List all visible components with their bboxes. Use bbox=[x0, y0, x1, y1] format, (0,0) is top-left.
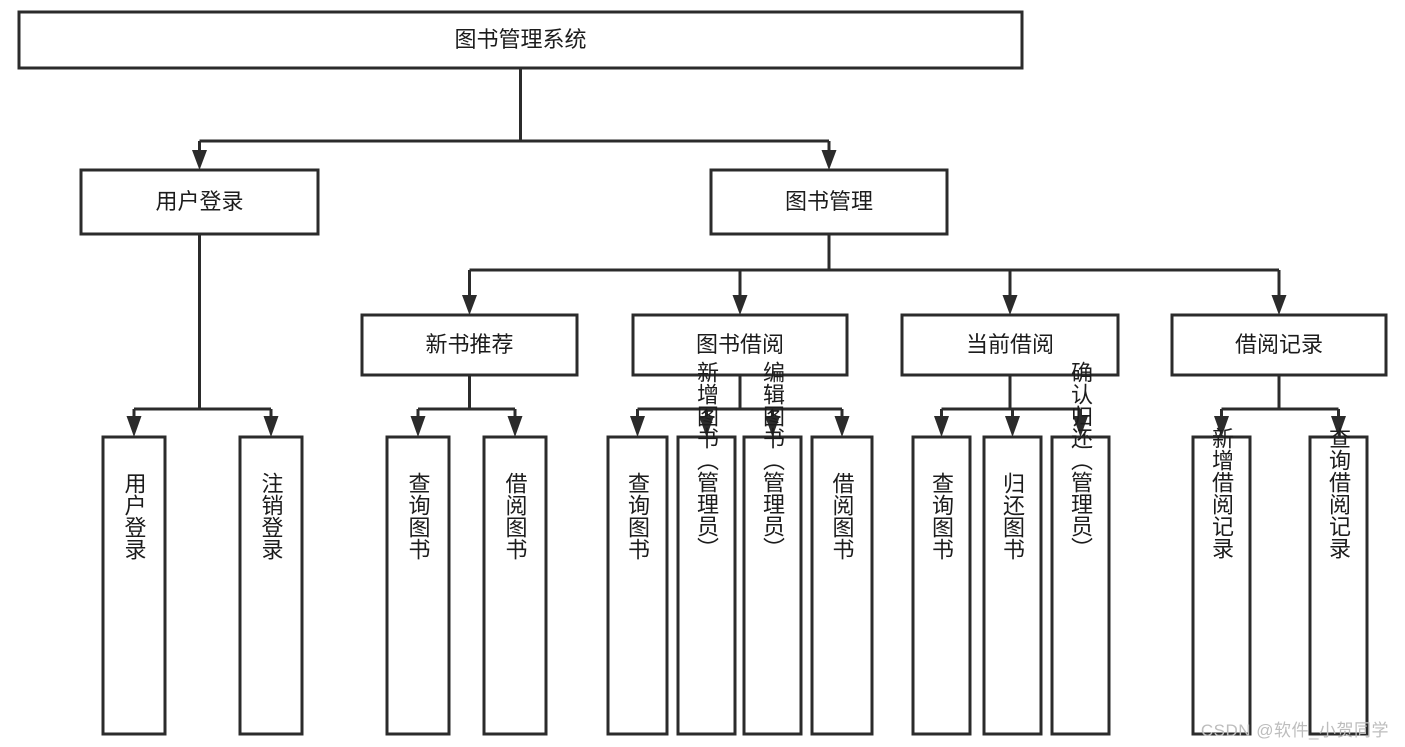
node-borrow-record-box[interactable] bbox=[1170, 313, 1388, 377]
arrow-head-leaf-edit-book bbox=[765, 416, 780, 437]
leaf-user-login-box[interactable] bbox=[101, 435, 167, 736]
leaf-logout[interactable]: 注销登录 bbox=[238, 435, 304, 736]
arrow-head-leaf-borrow-book-1 bbox=[507, 416, 523, 437]
arrow-head-leaf-user-login bbox=[126, 416, 142, 437]
leaf-borrow-book-new[interactable]: 借阅图书 bbox=[482, 435, 548, 736]
arrow-head-borrow-record bbox=[1271, 295, 1287, 315]
connectors-layer bbox=[126, 68, 1346, 437]
leaf-query-book-current[interactable]: 查询图书 bbox=[911, 435, 972, 736]
leaf-edit-book-admin[interactable]: 编辑图书（管理员） bbox=[742, 361, 803, 736]
arrow-head-book-mgmt bbox=[821, 150, 837, 170]
node-book-borrow-label: 图书借阅 bbox=[696, 332, 784, 357]
node-new-book-recommend[interactable]: 新书推荐 bbox=[360, 313, 579, 377]
arrow-head-leaf-borrow-book-2 bbox=[834, 416, 850, 437]
node-root[interactable]: 图书管理系统 bbox=[17, 10, 1024, 70]
node-book-management[interactable]: 图书管理 bbox=[709, 168, 949, 236]
node-current-borrow-box[interactable] bbox=[900, 313, 1120, 377]
leaf-borrow-book-borrow-box[interactable] bbox=[810, 435, 874, 736]
node-current-borrow-label: 当前借阅 bbox=[966, 332, 1054, 357]
arrow-head-leaf-query-book-1 bbox=[410, 416, 426, 437]
leaf-borrow-book-new-label: 借阅图书 bbox=[503, 472, 528, 560]
leaf-add-book-admin-box[interactable] bbox=[676, 435, 737, 736]
leaf-return-book-box[interactable] bbox=[982, 435, 1043, 736]
leaf-query-book-current-label: 查询图书 bbox=[929, 472, 954, 560]
arrow-head-current-borrow bbox=[1002, 295, 1018, 315]
leaf-borrow-book-new-box[interactable] bbox=[482, 435, 548, 736]
leaf-query-book-borrow[interactable]: 查询图书 bbox=[606, 435, 669, 736]
node-borrow-record-label: 借阅记录 bbox=[1235, 332, 1323, 357]
arrow-head-new-book bbox=[462, 295, 477, 315]
leaf-query-book-current-box[interactable] bbox=[911, 435, 972, 736]
leaf-borrow-book-borrow[interactable]: 借阅图书 bbox=[810, 435, 874, 736]
arrow-head-leaf-query-record bbox=[1331, 416, 1346, 437]
leaf-edit-book-admin-label: 编辑图书（管理员） bbox=[760, 361, 785, 559]
leaf-user-login[interactable]: 用户登录 bbox=[101, 435, 167, 736]
leaf-add-book-admin[interactable]: 新增图书（管理员） bbox=[676, 361, 737, 736]
leaf-query-borrow-record-label: 查询借阅记录 bbox=[1326, 427, 1351, 559]
node-current-borrow[interactable]: 当前借阅 bbox=[900, 313, 1120, 377]
leaf-logout-box[interactable] bbox=[238, 435, 304, 736]
leaf-confirm-return-admin-box[interactable] bbox=[1050, 435, 1111, 736]
arrow-head-leaf-confirm-return bbox=[1073, 416, 1088, 437]
arrow-head-leaf-add-record bbox=[1214, 416, 1229, 437]
arrow-head-leaf-return-book bbox=[1005, 416, 1020, 437]
node-root-label: 图书管理系统 bbox=[454, 27, 586, 52]
node-new-book-recommend-box[interactable] bbox=[360, 313, 579, 377]
leaf-confirm-return-admin[interactable]: 确认归还（管理员） bbox=[1050, 361, 1111, 736]
node-user-login-box[interactable] bbox=[79, 168, 320, 236]
leaf-query-book-borrow-box[interactable] bbox=[606, 435, 669, 736]
leaf-return-book[interactable]: 归还图书 bbox=[982, 435, 1043, 736]
leaf-add-borrow-record-box[interactable] bbox=[1191, 435, 1252, 736]
leaf-query-book-new-box[interactable] bbox=[385, 435, 451, 736]
leaf-edit-book-admin-box[interactable] bbox=[742, 435, 803, 736]
leaf-query-book-new[interactable]: 查询图书 bbox=[385, 435, 451, 736]
leaf-confirm-return-admin-label: 确认归还（管理员） bbox=[1068, 361, 1093, 559]
arrow-head-leaf-query-book-2 bbox=[630, 416, 645, 437]
node-new-book-recommend-label: 新书推荐 bbox=[425, 332, 513, 357]
leaf-logout-label: 注销登录 bbox=[259, 472, 284, 560]
leaf-add-book-admin-label: 新增图书（管理员） bbox=[694, 361, 719, 559]
leaf-return-book-label: 归还图书 bbox=[1000, 472, 1025, 560]
node-root-box[interactable] bbox=[17, 10, 1024, 70]
leaf-query-book-borrow-label: 查询图书 bbox=[625, 472, 650, 560]
node-book-borrow[interactable]: 图书借阅 bbox=[631, 313, 849, 377]
arrow-head-leaf-query-book-3 bbox=[934, 416, 949, 437]
arrow-head-user-login bbox=[192, 150, 207, 170]
node-book-management-label: 图书管理 bbox=[785, 189, 873, 214]
leaf-add-borrow-record-label: 新增借阅记录 bbox=[1209, 427, 1234, 559]
node-user-login[interactable]: 用户登录 bbox=[79, 168, 320, 236]
leaf-query-borrow-record[interactable]: 查询借阅记录 bbox=[1308, 427, 1369, 736]
arrow-head-book-borrow bbox=[732, 295, 748, 315]
leaf-borrow-book-borrow-label: 借阅图书 bbox=[830, 472, 855, 560]
node-book-borrow-box[interactable] bbox=[631, 313, 849, 377]
node-borrow-record[interactable]: 借阅记录 bbox=[1170, 313, 1388, 377]
leaf-query-book-new-label: 查询图书 bbox=[406, 472, 431, 560]
leaf-user-login-label: 用户登录 bbox=[122, 472, 147, 560]
leaf-query-borrow-record-box[interactable] bbox=[1308, 435, 1369, 736]
arrow-head-leaf-add-book bbox=[699, 416, 714, 437]
node-user-login-label: 用户登录 bbox=[155, 189, 243, 214]
node-book-management-box[interactable] bbox=[709, 168, 949, 236]
arrow-head-leaf-logout bbox=[263, 416, 279, 437]
leaf-add-borrow-record[interactable]: 新增借阅记录 bbox=[1191, 427, 1252, 736]
